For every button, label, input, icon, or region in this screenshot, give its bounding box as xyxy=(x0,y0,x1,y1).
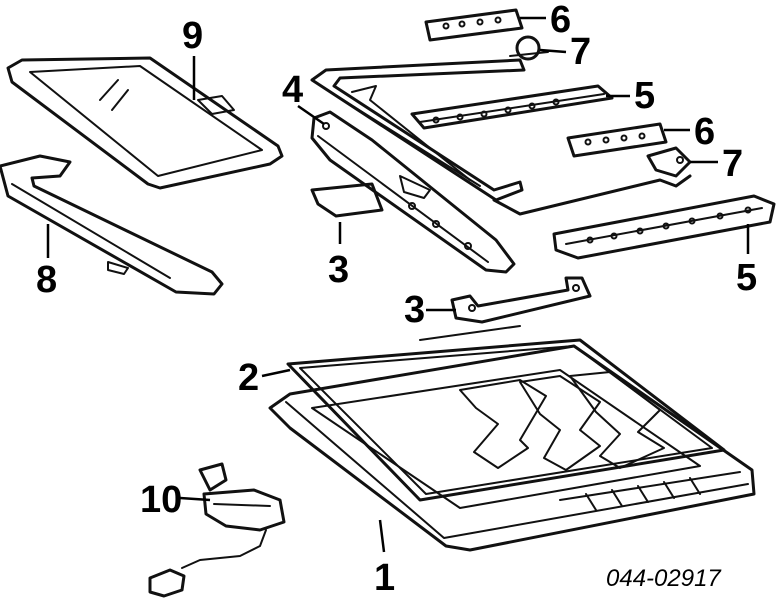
leader-2 xyxy=(261,368,291,378)
guide-block-part-upper xyxy=(424,8,524,42)
callout-2: 2 xyxy=(238,357,259,399)
clip-part-upper xyxy=(509,35,549,61)
front-rail-part xyxy=(310,110,516,274)
callout-4: 4 xyxy=(282,69,303,111)
callout-6-lower: 6 xyxy=(694,111,715,153)
clip-part-lower xyxy=(646,146,692,178)
motor-switch-part xyxy=(148,462,286,598)
guide-rail-part-lower xyxy=(552,194,776,260)
callout-7-upper: 7 xyxy=(570,31,591,73)
callout-5-lower: 5 xyxy=(736,257,757,299)
callout-3-lower: 3 xyxy=(404,289,425,331)
leader-1 xyxy=(378,519,386,553)
callout-6-upper: 6 xyxy=(550,0,571,41)
callout-9: 9 xyxy=(182,15,203,57)
leader-4 xyxy=(297,104,325,126)
callout-7-lower: 7 xyxy=(722,143,743,185)
guide-block-part-lower xyxy=(566,122,668,158)
callout-labels: 9 8 4 3 6 7 5 6 7 5 3 2 1 10 xyxy=(36,0,757,599)
small-bracket-part-upper xyxy=(310,182,384,218)
center-frame-part xyxy=(310,58,692,216)
sunshade-part xyxy=(0,154,224,296)
housing-part xyxy=(268,344,756,552)
glass-panel-part xyxy=(6,56,284,190)
leader-7a xyxy=(539,48,567,54)
callout-10: 10 xyxy=(140,479,182,521)
callout-1: 1 xyxy=(374,557,395,599)
callout-8: 8 xyxy=(36,259,57,301)
diagram-part-number: 044-02917 xyxy=(606,565,722,592)
leader-lines xyxy=(46,16,750,553)
guide-rail-part-upper xyxy=(410,84,614,130)
leader-10 xyxy=(179,496,211,502)
callout-3-upper: 3 xyxy=(328,249,349,291)
long-bracket-part-lower xyxy=(450,276,592,324)
callout-5-upper: 5 xyxy=(634,75,655,117)
